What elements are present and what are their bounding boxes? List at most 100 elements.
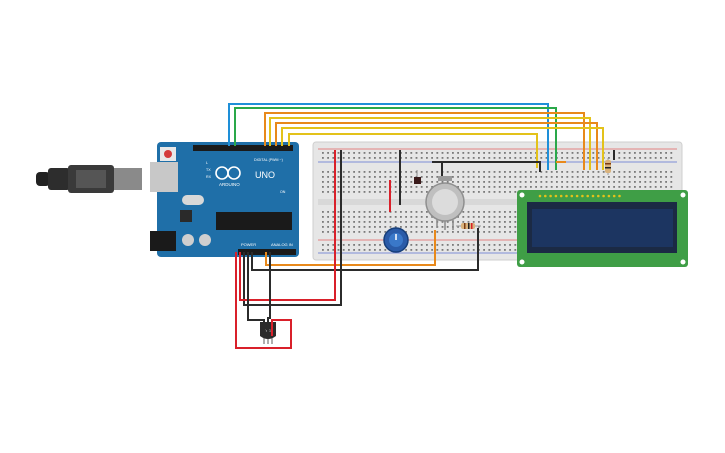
- breadboard-hole: [436, 171, 439, 173]
- wire-red-power-long[interactable]: [239, 150, 336, 301]
- breadboard-hole: [524, 186, 527, 188]
- breadboard-hole: [363, 186, 366, 188]
- breadboard-hole: [327, 186, 329, 188]
- breadboard-hole: [660, 157, 662, 159]
- breadboard-hole: [498, 211, 501, 213]
- wire-black-ground-long[interactable]: [243, 150, 342, 306]
- breadboard-hole: [342, 191, 345, 193]
- wire-orange-analog[interactable]: [265, 230, 436, 266]
- breadboard-hole: [498, 249, 501, 251]
- wire-black-analog[interactable]: [251, 228, 479, 271]
- breadboard-hole: [514, 221, 517, 223]
- breadboard-hole: [426, 216, 428, 218]
- breadboard-hole: [342, 211, 345, 213]
- breadboard-hole: [446, 231, 449, 233]
- breadboard-hole: [426, 181, 428, 183]
- breadboard-hole: [327, 157, 329, 159]
- breadboard-hole: [467, 249, 470, 251]
- breadboard-hole: [467, 157, 470, 159]
- wire-yellow-lcd-2[interactable]: [281, 127, 604, 170]
- breadboard-hole: [405, 211, 407, 213]
- breadboard-hole: [358, 226, 361, 228]
- breadboard-hole: [405, 176, 407, 178]
- breadboard-hole: [582, 152, 584, 154]
- breadboard-hole: [426, 176, 428, 178]
- wire-yellow-lcd-1[interactable]: [269, 117, 591, 170]
- gas-sensor[interactable]: [425, 176, 465, 230]
- breadboard-hole: [368, 157, 371, 159]
- breadboard-hole: [597, 171, 600, 173]
- wire-black-sensor-signal[interactable]: [267, 252, 271, 336]
- breadboard-hole: [374, 157, 376, 159]
- breadboard-hole: [342, 226, 345, 228]
- breadboard-hole: [488, 176, 491, 178]
- breadboard-hole: [415, 231, 418, 233]
- lcd-display[interactable]: [517, 190, 688, 267]
- breadboard-hole: [472, 211, 475, 213]
- lcd-pin: [549, 194, 552, 198]
- breadboard-hole: [483, 186, 485, 188]
- breadboard-hole: [348, 249, 350, 251]
- breadboard-hole: [368, 176, 371, 178]
- breadboard-hole: [571, 152, 574, 154]
- arduino-uno[interactable]: ARDUINO UNO DIGITAL (PWM ~) POWER ANALOG…: [150, 142, 299, 257]
- breadboard-hole: [504, 221, 506, 223]
- wire-orange-lcd-2[interactable]: [275, 122, 598, 170]
- wire-red-sensor-power[interactable]: [235, 252, 292, 349]
- breadboard-hole: [353, 221, 355, 223]
- breadboard-hole: [379, 226, 381, 228]
- breadboard-hole: [504, 171, 506, 173]
- breadboard-hole: [535, 181, 537, 183]
- led[interactable]: [414, 170, 421, 184]
- breadboard-hole: [639, 152, 641, 154]
- breadboard-hole: [623, 181, 626, 183]
- power-jack: [150, 231, 176, 251]
- breadboard-hole: [384, 216, 387, 218]
- potentiometer[interactable]: [383, 227, 409, 253]
- breadboard-hole: [634, 171, 636, 173]
- breadboard-hole: [337, 171, 340, 173]
- breadboard-hole: [670, 171, 673, 173]
- breadboard-hole: [514, 152, 517, 154]
- breadboard-hole: [426, 244, 428, 246]
- breadboard-hole: [649, 181, 652, 183]
- breadboard-hole: [353, 152, 355, 154]
- lcd-resistor[interactable]: [605, 158, 611, 175]
- breadboard-hole: [400, 216, 402, 218]
- breadboard-hole: [597, 186, 600, 188]
- breadboard-hole: [327, 181, 329, 183]
- breadboard-hole: [540, 186, 543, 188]
- breadboard-hole: [654, 152, 657, 154]
- breadboard-hole: [519, 157, 522, 159]
- breadboard-hole: [504, 181, 506, 183]
- wire-green[interactable]: [234, 107, 557, 170]
- breadboard-hole: [374, 176, 376, 178]
- breadboard-hole: [483, 181, 485, 183]
- breadboard-hole: [410, 221, 413, 223]
- breadboard-hole: [457, 157, 459, 159]
- breadboard-hole: [587, 152, 589, 154]
- breadboard-hole: [374, 152, 376, 154]
- breadboard-hole: [394, 181, 397, 183]
- lcd-pin: [581, 194, 584, 198]
- wire-black-sensor-ground[interactable]: [247, 252, 265, 336]
- breadboard-hole: [394, 191, 397, 193]
- breadboard-hole: [358, 186, 361, 188]
- wires[interactable]: [228, 103, 615, 349]
- breadboard-hole: [483, 226, 485, 228]
- wire-black-sensor-top[interactable]: [441, 161, 541, 176]
- usb-cable[interactable]: [36, 165, 142, 193]
- breadboard-hole: [592, 181, 595, 183]
- breadboard-hole: [670, 186, 673, 188]
- resistor[interactable]: [456, 223, 481, 229]
- breadboard-hole: [405, 181, 407, 183]
- wire-blue[interactable]: [228, 103, 549, 170]
- breadboard-hole: [389, 157, 392, 159]
- wire-yellow-sensor[interactable]: [288, 133, 538, 168]
- breadboard-hole: [379, 152, 381, 154]
- breadboard-hole: [410, 181, 413, 183]
- breadboard-hole: [488, 221, 491, 223]
- wire-orange-lcd-1[interactable]: [264, 112, 585, 170]
- breadboard-hole: [571, 171, 574, 173]
- breadboard-hole: [342, 186, 345, 188]
